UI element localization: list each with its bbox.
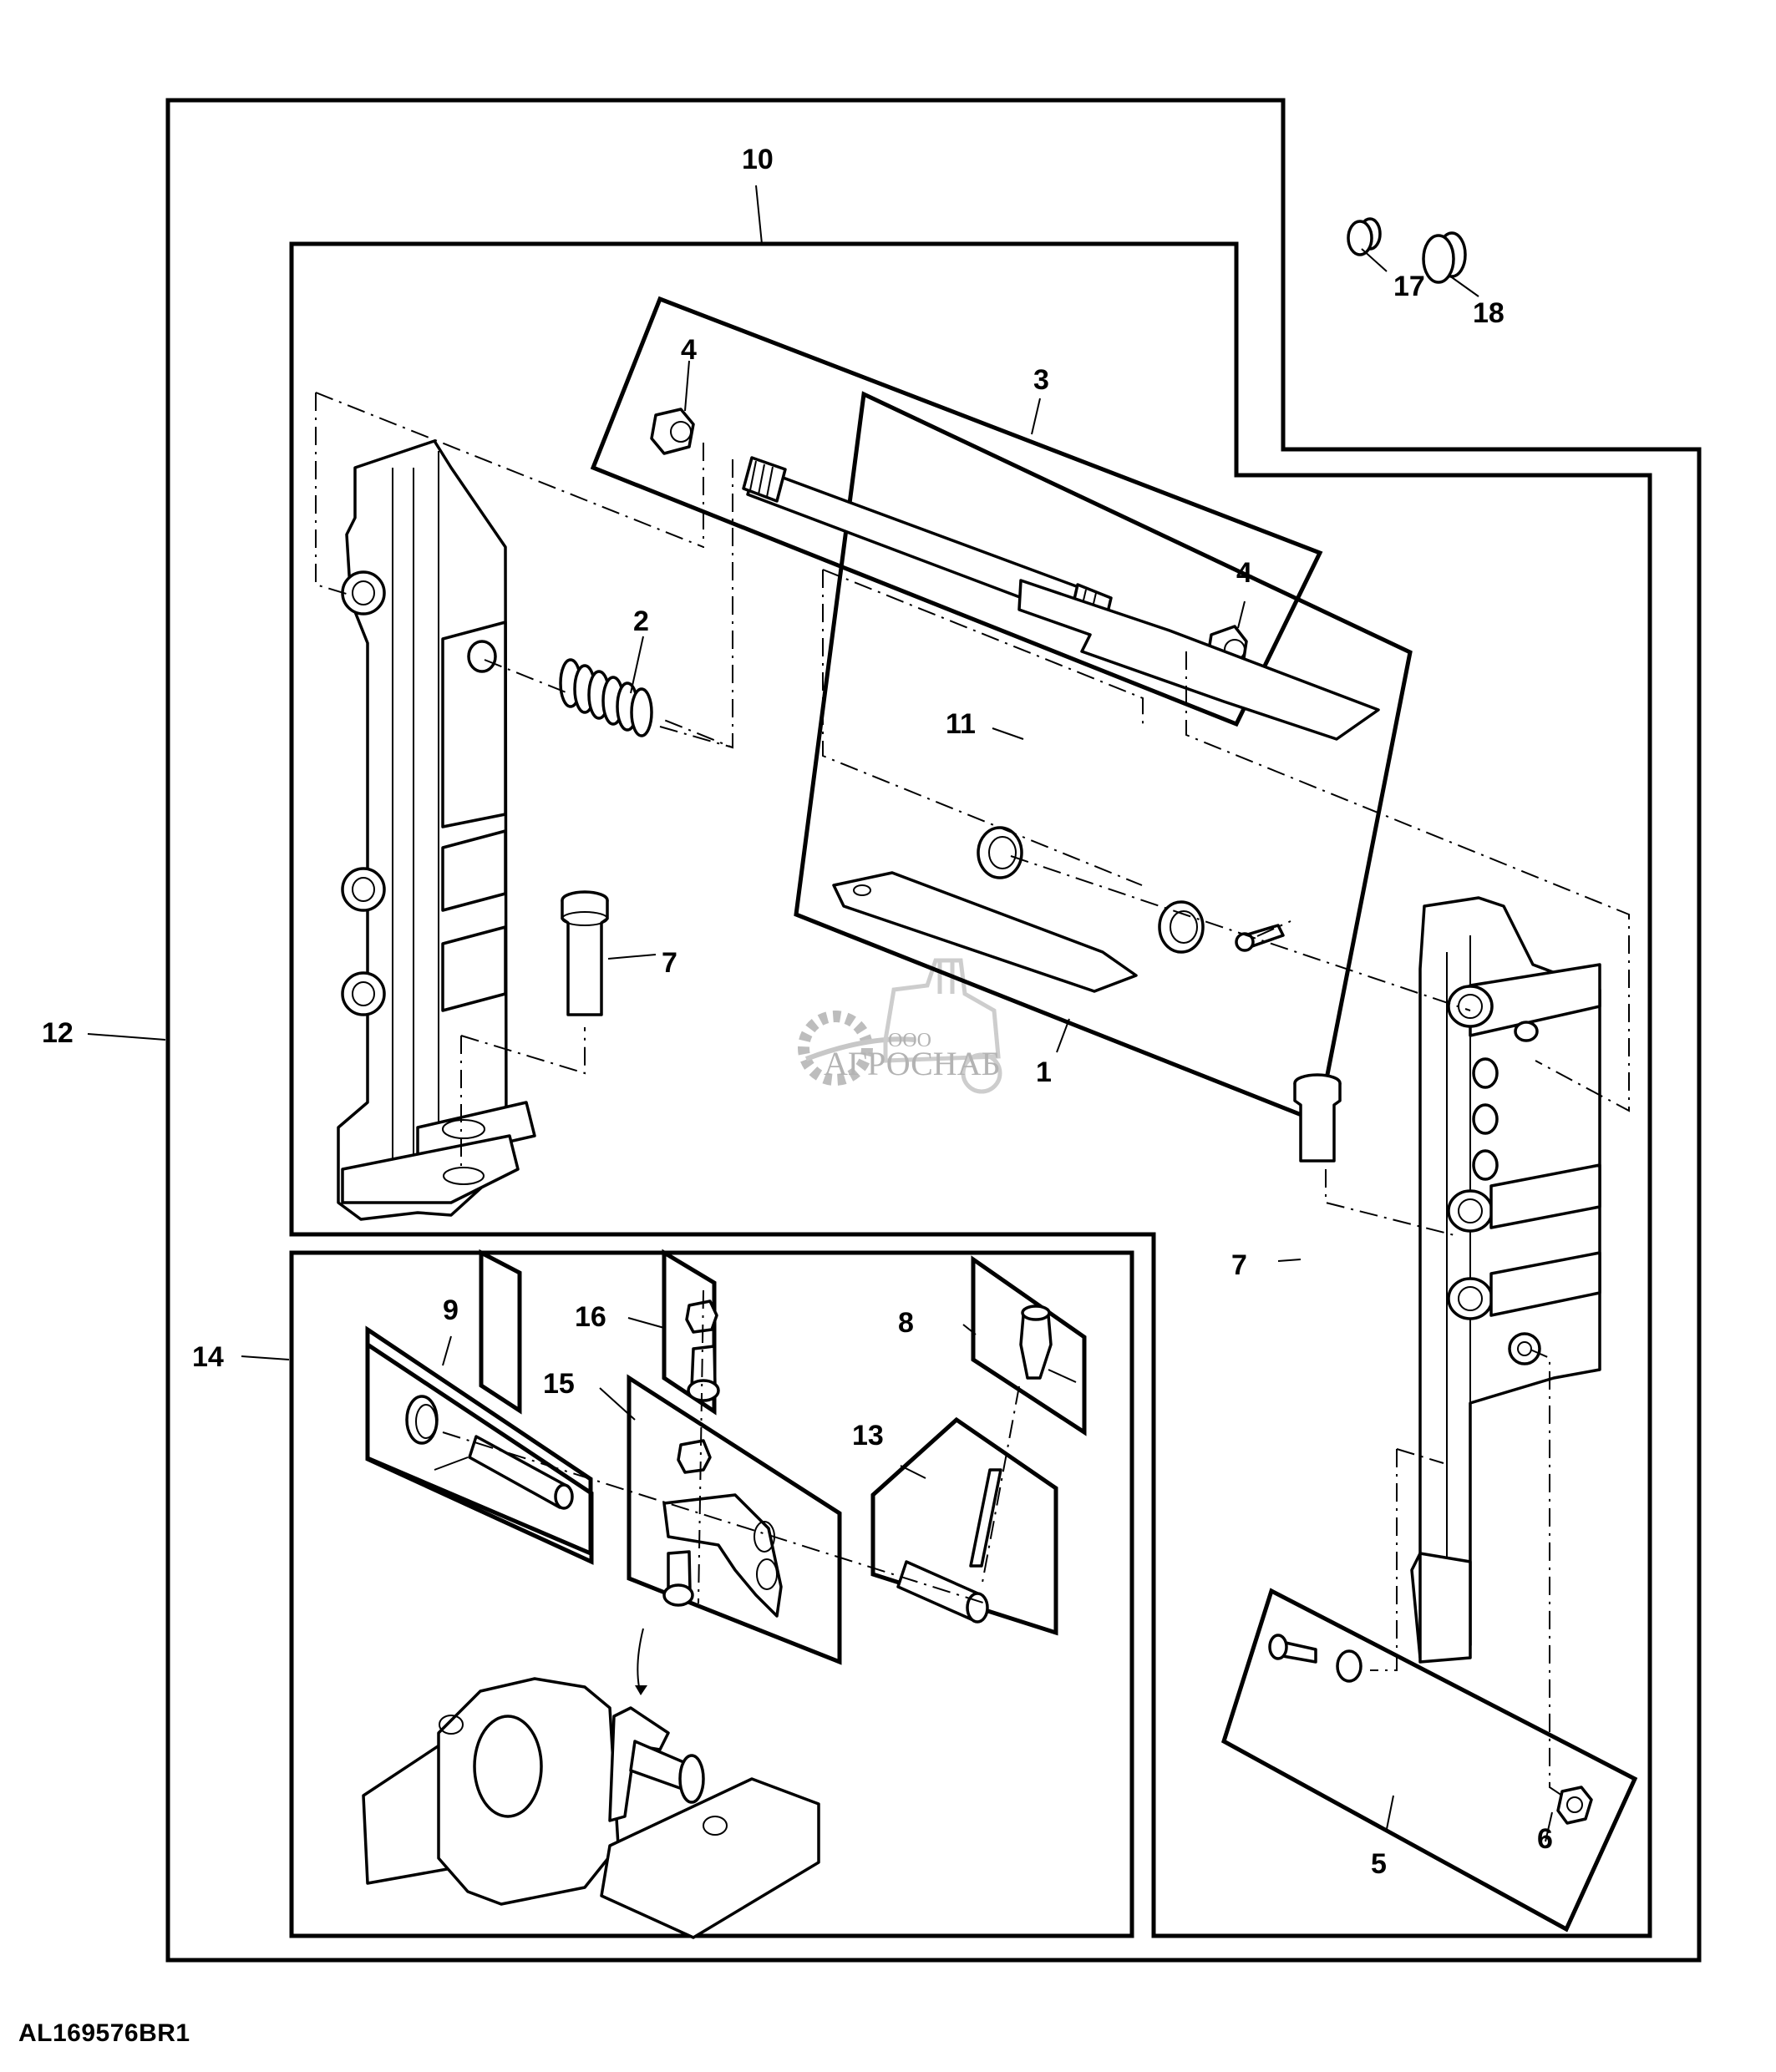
callout-1[interactable]: 1 bbox=[1036, 1056, 1052, 1088]
callout-12[interactable]: 12 bbox=[42, 1017, 74, 1049]
callout-2[interactable]: 2 bbox=[633, 605, 649, 637]
torsion-spring-part bbox=[405, 1395, 574, 1510]
callout-11[interactable]: 11 bbox=[946, 708, 976, 740]
watermark: ООО АГРОСНАБ bbox=[798, 958, 1002, 1094]
lock-pin-part bbox=[1019, 1304, 1077, 1383]
plug-part-17 bbox=[1347, 217, 1382, 256]
callout-14[interactable]: 14 bbox=[192, 1341, 224, 1373]
cap-screw-part bbox=[685, 1299, 720, 1402]
callout-10[interactable]: 10 bbox=[742, 144, 774, 175]
kit-box-9-outline bbox=[365, 1325, 593, 1557]
bracket-part bbox=[832, 826, 1285, 993]
kit-box-5 bbox=[1220, 1588, 1638, 1933]
callout-18[interactable]: 18 bbox=[1473, 297, 1505, 329]
frame-12-hitch-assembly bbox=[165, 98, 1702, 1963]
watermark-small-text: ООО bbox=[888, 1030, 931, 1051]
gear-logo-icon bbox=[798, 1011, 916, 1086]
callout-17[interactable]: 17 bbox=[1393, 271, 1425, 302]
compression-spring-part bbox=[559, 658, 653, 737]
callout-6[interactable]: 6 bbox=[1537, 1823, 1553, 1855]
bolt-part-5 bbox=[1268, 1634, 1362, 1683]
frame-10-frame-assembly bbox=[289, 241, 1652, 1938]
kit-box-16b bbox=[662, 1249, 717, 1416]
latch-part bbox=[662, 1439, 783, 1618]
callout-4a[interactable]: 4 bbox=[681, 334, 697, 366]
leader-lines bbox=[87, 185, 1553, 1842]
callouts: 1 2 3 4 4 5 6 7 7 8 9 10 11 12 13 14 15 … bbox=[42, 144, 1553, 1880]
flange-nut-part-6 bbox=[1556, 1786, 1593, 1825]
callout-8[interactable]: 8 bbox=[898, 1307, 914, 1339]
kit-box-15 bbox=[627, 1374, 842, 1665]
right-bracket-part bbox=[1410, 896, 1601, 1664]
callout-7b[interactable]: 7 bbox=[1231, 1249, 1247, 1281]
callout-16[interactable]: 16 bbox=[575, 1301, 606, 1333]
pin-part-left bbox=[561, 890, 609, 1016]
shaft-part bbox=[742, 456, 1113, 628]
callout-13[interactable]: 13 bbox=[852, 1420, 884, 1451]
drawbar-coupler-part bbox=[362, 1628, 820, 1939]
callout-3[interactable]: 3 bbox=[1033, 364, 1049, 396]
callout-4b[interactable]: 4 bbox=[1236, 557, 1252, 589]
figure-id: AL169576BR1 bbox=[18, 2019, 190, 2047]
callout-5[interactable]: 5 bbox=[1371, 1848, 1387, 1880]
pin-part-right bbox=[1293, 1073, 1342, 1163]
frame-14-drawbar-coupler bbox=[289, 1250, 1134, 1938]
plate-part bbox=[1017, 579, 1380, 741]
kit-box-16 bbox=[479, 1249, 522, 1415]
plug-part-18 bbox=[1422, 231, 1467, 284]
watermark-brand-text: АГРОСНАБ bbox=[824, 1045, 1001, 1082]
callout-9[interactable]: 9 bbox=[443, 1294, 459, 1326]
callout-15[interactable]: 15 bbox=[543, 1368, 575, 1400]
hex-nut-part-upper bbox=[650, 408, 695, 455]
pin-part-13 bbox=[896, 1468, 1002, 1624]
left-bracket-part bbox=[337, 439, 536, 1221]
kit-box-13-outline bbox=[870, 1416, 1058, 1636]
callout-7a[interactable]: 7 bbox=[662, 947, 677, 979]
kit-box-3 bbox=[590, 296, 1323, 727]
assembly-centerlines bbox=[315, 392, 1630, 1796]
